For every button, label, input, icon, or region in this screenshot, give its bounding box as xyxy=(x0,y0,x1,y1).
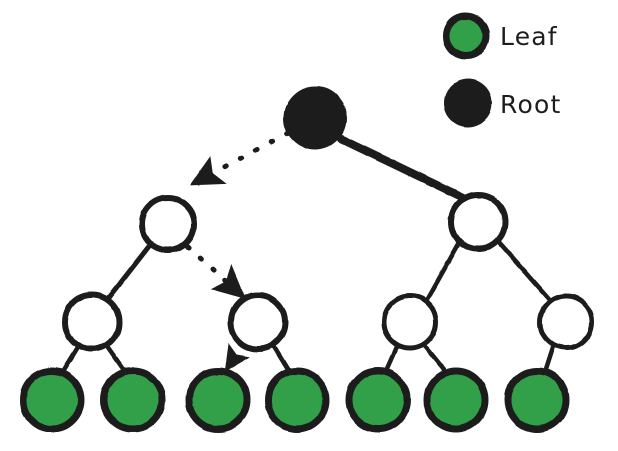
edge-left-internal-to-child-lr xyxy=(185,244,246,299)
edge-nlr-to-leaf-3 xyxy=(224,343,251,372)
tree-node-internal-lr[interactable] xyxy=(228,292,288,352)
legend-label-leaf: Leaf xyxy=(500,22,558,51)
tree-node-internal-rl[interactable] xyxy=(381,293,439,351)
legend-item-leaf[interactable]: Leaf xyxy=(442,12,558,60)
edge-nll-to-leaf-1 xyxy=(59,344,81,376)
edge-nrl-to-leaf-5 xyxy=(382,343,400,376)
tree-node-internal-left[interactable] xyxy=(139,195,197,253)
legend-label-root: Root xyxy=(500,90,561,119)
edge-right-internal-to-child-rr xyxy=(495,238,554,304)
edge-nrl-to-leaf-6 xyxy=(422,343,450,376)
leaf-swatch-icon xyxy=(442,12,490,60)
tree-node-leaf-7[interactable] xyxy=(504,367,570,433)
edge-root-to-right-internal xyxy=(337,135,468,202)
tree-node-internal-right[interactable] xyxy=(448,192,508,252)
nodes-layer xyxy=(19,86,595,433)
tree-node-leaf-4[interactable] xyxy=(264,367,330,433)
edge-nrr-to-leaf-7 xyxy=(542,341,557,375)
tree-node-leaf-2[interactable] xyxy=(100,367,166,433)
tree-node-leaf-5[interactable] xyxy=(345,367,411,433)
tree-node-leaf-6[interactable] xyxy=(423,367,489,433)
edge-left-internal-to-child-ll xyxy=(105,242,153,302)
edge-right-internal-to-child-rl xyxy=(424,240,462,303)
tree-node-root[interactable] xyxy=(283,86,347,150)
tree-node-internal-ll[interactable] xyxy=(62,292,122,352)
legend-item-root[interactable]: Root xyxy=(444,79,561,127)
tree-node-internal-rr[interactable] xyxy=(537,293,595,351)
edge-nll-to-leaf-2 xyxy=(104,343,129,376)
root-swatch-icon xyxy=(444,79,492,127)
tree-node-leaf-1[interactable] xyxy=(19,367,85,433)
edge-nlr-to-leaf-4 xyxy=(270,342,293,376)
legend: Leaf Root xyxy=(442,12,561,127)
edge-root-to-left-internal xyxy=(189,130,291,186)
edges-layer xyxy=(59,130,557,376)
tree-node-leaf-3[interactable] xyxy=(185,367,251,433)
